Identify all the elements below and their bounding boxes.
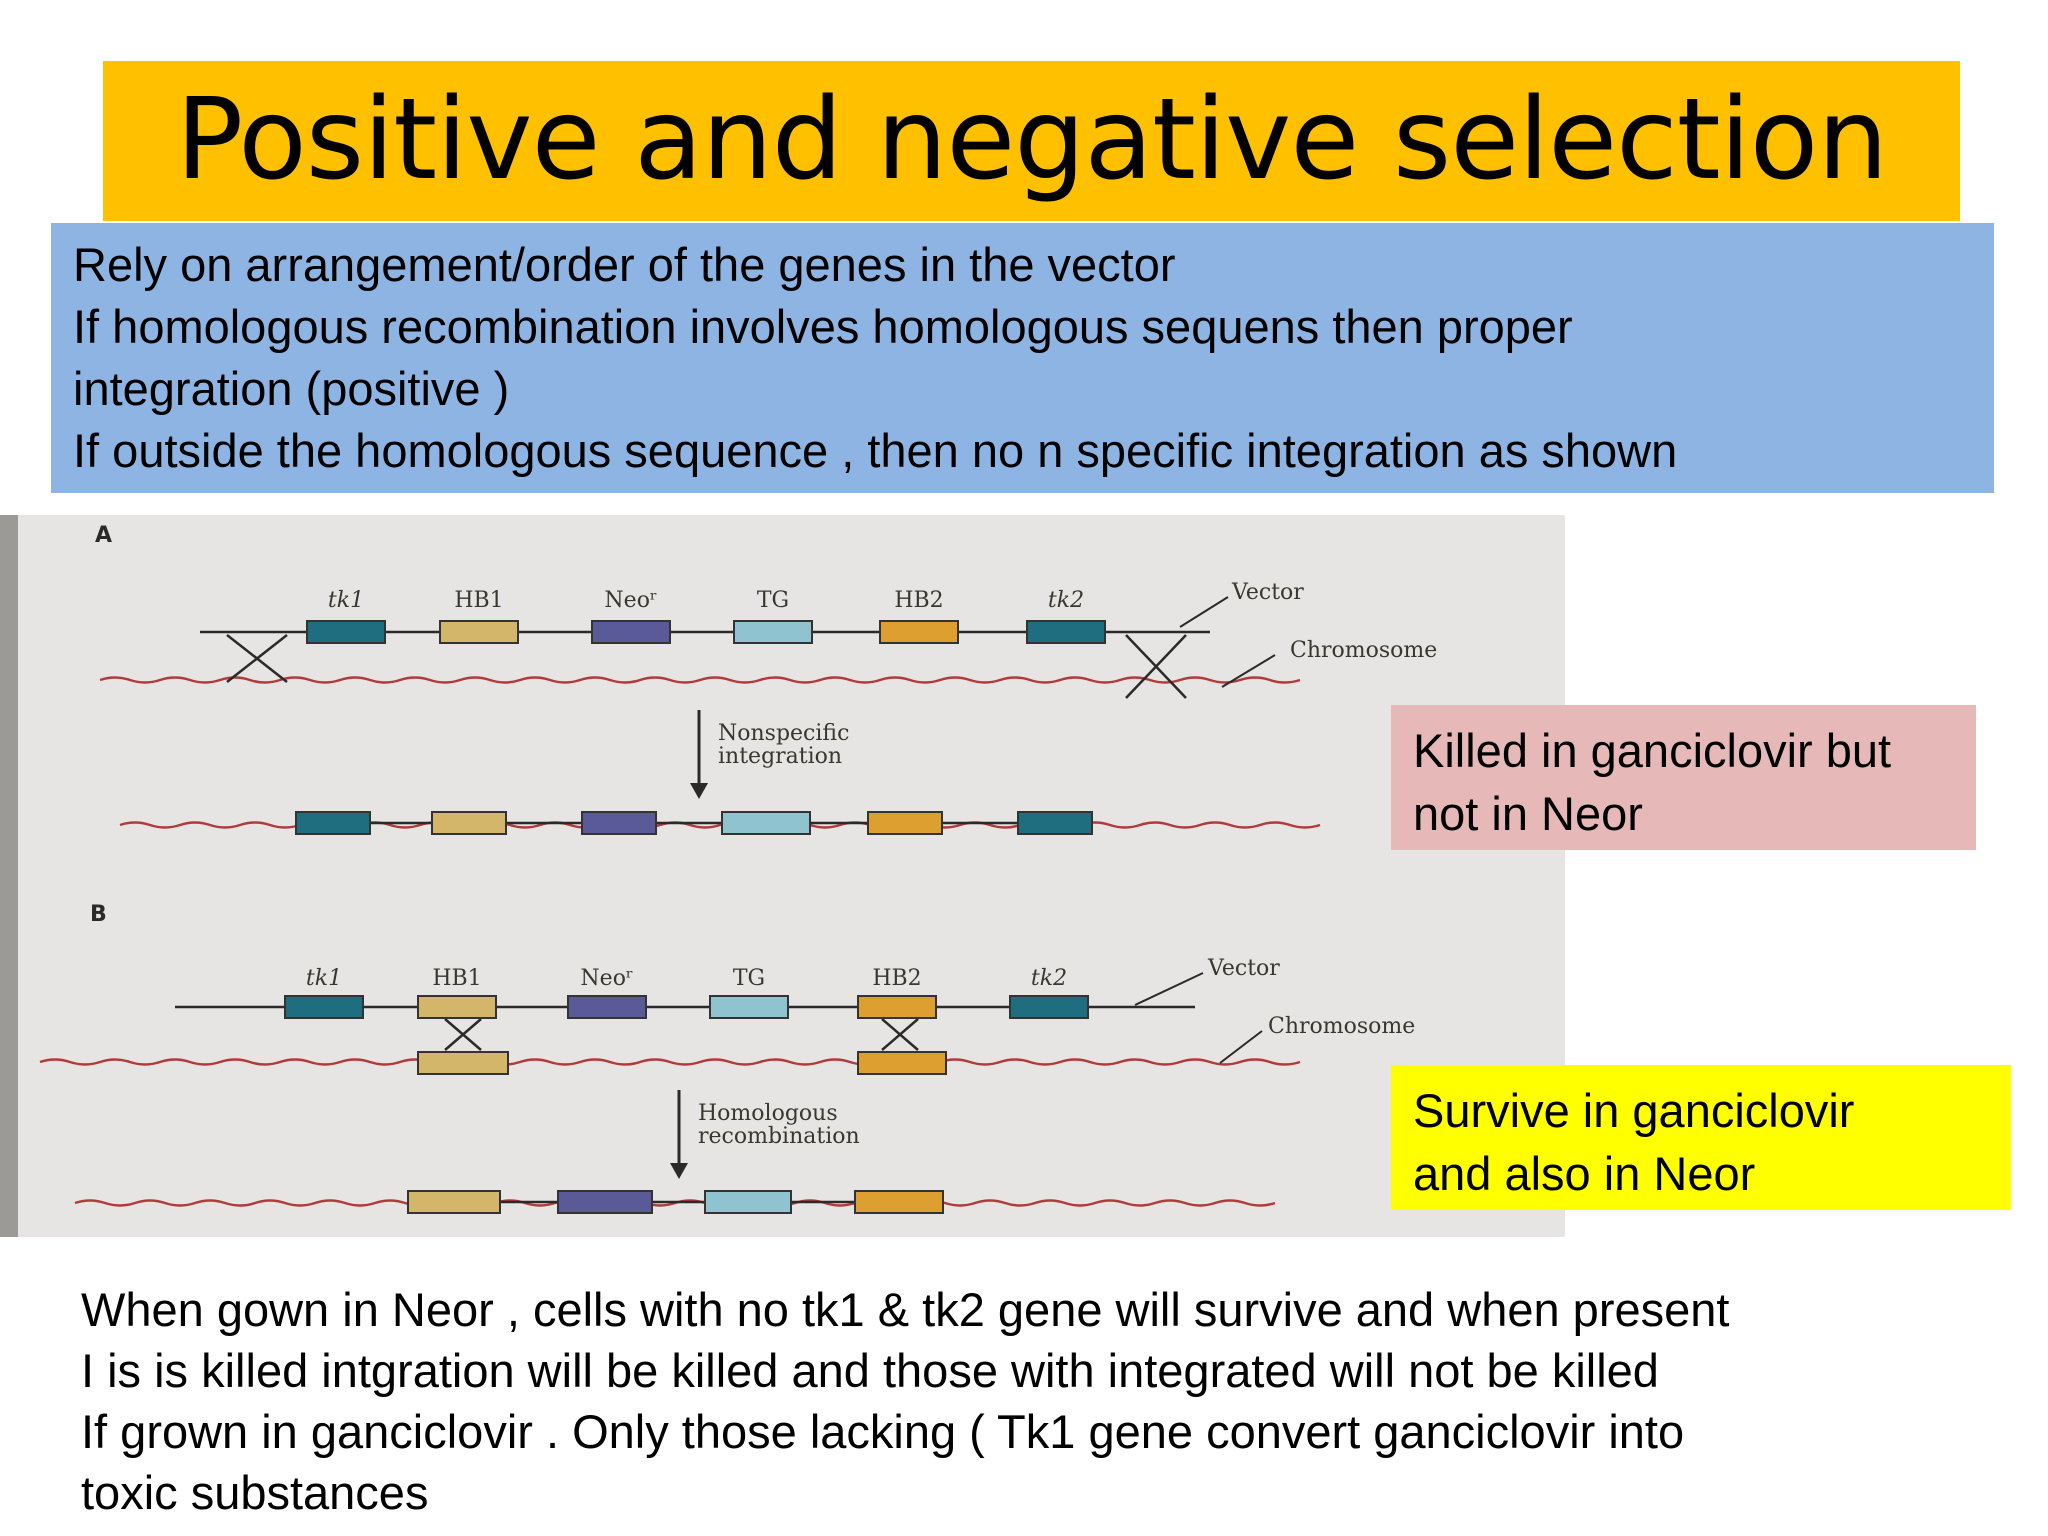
panel-a-gene-label: HB1	[454, 588, 503, 613]
panel-b-gene-box	[709, 995, 789, 1019]
title-banner: Positive and negative selection	[103, 61, 1960, 221]
intro-line: Rely on arrangement/order of the genes i…	[73, 238, 1176, 291]
panel-b-crossover	[444, 1018, 482, 1051]
survive-callout: Survive in ganciclovir and also in Neor	[1391, 1065, 2011, 1210]
panel-a-arrow-head	[690, 783, 708, 799]
panel-a-integrated-gene-box	[721, 811, 811, 835]
panel-a-arrow-label: integration	[718, 744, 842, 769]
survive-callout-line: Survive in ganciclovir	[1413, 1084, 1855, 1137]
panel-b-gene-label: HB2	[872, 966, 921, 991]
panel-b-gene-box	[417, 995, 497, 1019]
slide-title: Positive and negative selection	[175, 75, 1889, 205]
footer-text: When gown in Neor , cells with no tk1 & …	[81, 1279, 2011, 1523]
panel-b-chromosome-label: Chromosome	[1268, 1014, 1415, 1039]
panel-b-recombined-gene-box	[704, 1190, 792, 1214]
panel-b-letter: B	[90, 902, 107, 927]
panel-a-integrated-gene-box	[1017, 811, 1093, 835]
panel-b-gene-label: HB1	[432, 966, 481, 991]
footer-line: If grown in ganciclovir . Only those lac…	[81, 1405, 1685, 1458]
panel-a-integrated-gene-box	[581, 811, 657, 835]
panel-a-integrated-gene-box	[295, 811, 371, 835]
panel-b-crossover	[881, 1018, 919, 1051]
panel-b-gene-box	[567, 995, 647, 1019]
panel-a-crossover	[226, 634, 288, 683]
intro-line: If homologous recombination involves hom…	[73, 300, 1573, 353]
killed-callout: Killed in ganciclovir but not in Neor	[1391, 705, 1976, 850]
panel-a-gene-label: Neoʳ	[604, 588, 657, 613]
panel-b-vector-label: Vector	[1207, 956, 1280, 981]
panel-a-gene-box	[306, 620, 386, 644]
panel-a-integrated-gene-box	[867, 811, 943, 835]
footer-line: When gown in Neor , cells with no tk1 & …	[81, 1283, 1730, 1336]
panel-a-gene-box	[591, 620, 671, 644]
panel-b-arrow-head	[670, 1163, 688, 1179]
panel-b-gene-box	[1009, 995, 1089, 1019]
panel-a-letter: A	[95, 523, 112, 548]
panel-a-gene-box	[439, 620, 519, 644]
intro-line: If outside the homologous sequence , the…	[73, 424, 1678, 477]
panel-a-arrow-label: Nonspecific	[718, 721, 849, 746]
panel-b-vector-pointer	[1134, 972, 1204, 1006]
panel-b-arrow-label: Homologous	[698, 1101, 838, 1126]
panel-a-crossover	[1125, 634, 1187, 699]
page-edge	[0, 515, 18, 1237]
panel-a-chromosome-label: Chromosome	[1290, 638, 1437, 663]
panel-b-chromosome-hb2-box	[857, 1051, 947, 1075]
panel-a-gene-label: tk2	[1048, 588, 1084, 613]
panel-a-gene-label: TG	[757, 588, 789, 613]
panel-a-gene-box	[879, 620, 959, 644]
panel-b-arrow-label: recombination	[698, 1124, 860, 1149]
panel-b-recombined-gene-box	[854, 1190, 944, 1214]
intro-text-box: Rely on arrangement/order of the genes i…	[51, 223, 1994, 493]
panel-a-gene-label: HB2	[894, 588, 943, 613]
intro-line: integration (positive )	[73, 362, 510, 415]
panel-b-gene-box	[284, 995, 364, 1019]
panel-b-chromosome	[39, 1058, 1301, 1066]
panel-a-chromosome-pointer	[1221, 654, 1276, 688]
panel-a-vector-label: Vector	[1231, 580, 1304, 605]
survive-callout-line: and also in Neor	[1413, 1147, 1756, 1200]
panel-a-vector-pointer	[1179, 596, 1229, 628]
panel-b-gene-label: tk2	[1031, 966, 1067, 991]
footer-line: I is is killed intgration will be killed…	[81, 1344, 1659, 1397]
panel-a-chromosome	[99, 676, 1301, 684]
killed-callout-line: Killed in ganciclovir but	[1413, 724, 1892, 777]
panel-a-gene-box	[733, 620, 813, 644]
panel-b-recombined-gene-box	[557, 1190, 653, 1214]
panel-b-gene-box	[857, 995, 937, 1019]
panel-b-chromosome-hb1-box	[417, 1051, 509, 1075]
panel-b-gene-label: TG	[733, 966, 765, 991]
panel-a-gene-label: tk1	[328, 588, 364, 613]
panel-a-integrated-gene-box	[431, 811, 507, 835]
panel-b-gene-label: tk1	[306, 966, 342, 991]
panel-b-gene-label: Neoʳ	[580, 966, 633, 991]
killed-callout-line: not in Neor	[1413, 787, 1643, 840]
footer-line: toxic substances	[81, 1466, 429, 1519]
panel-a-gene-box	[1026, 620, 1106, 644]
panel-b-chromosome-pointer	[1219, 1030, 1263, 1064]
panel-b-recombined-gene-box	[407, 1190, 501, 1214]
